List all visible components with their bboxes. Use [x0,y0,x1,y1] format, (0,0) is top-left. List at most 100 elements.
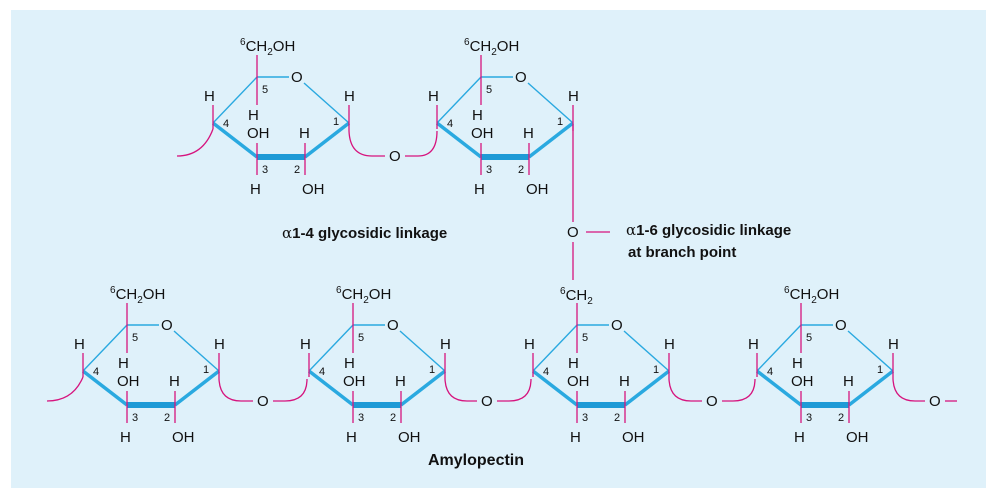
glycosidic-oxygen-label: O [706,393,718,410]
alpha16-caption-line2: at branch point [628,244,736,261]
ring-bond-bold [755,369,803,407]
ring-bond [308,324,354,372]
glycosidic-oxygen-label: O [257,393,269,410]
oh-text: OH [369,286,392,303]
c3-oh-label: OH [247,125,270,142]
c2-oh-label: OH [622,429,645,446]
alpha14-caption-text: 1-4 glycosidic linkage [292,225,447,242]
carbon-4-number: 4 [543,366,549,378]
c4-h-label: H [204,88,215,105]
carbon-6-superscript: 6 [464,37,470,48]
subscript-2: 2 [811,295,817,306]
carbon-1-number: 1 [557,116,563,128]
glycosidic-bond [218,378,253,402]
oh-text: OH [497,38,520,55]
glycosidic-bond [497,378,532,402]
carbon-5-number: 5 [806,332,812,344]
c3-h-label: H [250,181,261,198]
carbon-6-superscript: 6 [784,285,790,296]
carbon-1-number: 1 [653,364,659,376]
chain-bond [46,376,84,402]
carbon-3-number: 3 [582,412,588,424]
carbon-4-number: 4 [447,118,453,130]
c5-h-label: H [472,107,483,124]
c4-h-label: H [428,88,439,105]
c2-oh-label: OH [846,429,869,446]
carbon-2-number: 2 [838,412,844,424]
c3-oh-label: OH [791,373,814,390]
carbon-2-number: 2 [390,412,396,424]
ring-bond [399,330,446,372]
c3-h-label: H [794,429,805,446]
subscript-2: 2 [137,295,143,306]
glycosidic-bond [722,378,756,402]
c5-h-label: H [568,355,579,372]
ring-bond [82,324,128,372]
c4-h-label: H [748,336,759,353]
c2-h-label: H [169,373,180,390]
c1-h-label: H [888,336,899,353]
c3-h-label: H [120,429,131,446]
ring-bond [212,76,258,124]
carbon-1-number: 1 [877,364,883,376]
carbon-2-number: 2 [614,412,620,424]
c3-h-label: H [570,429,581,446]
ch2oh-label: 6CH2OH [784,285,839,306]
ring-oxygen-label: O [291,69,303,86]
ring-bond-bold [435,121,483,159]
carbon-4-number: 4 [319,366,325,378]
carbon-5-number: 5 [582,332,588,344]
ch2oh-label: 6CH2OH [336,285,391,306]
carbon-1-number: 1 [333,116,339,128]
c1-h-label: H [344,88,355,105]
carbon-1-number: 1 [203,364,209,376]
c2-h-label: H [299,125,310,142]
carbon-3-number: 3 [132,412,138,424]
glycosidic-oxygen-label: O [389,148,401,165]
glycosidic-oxygen-label: O [929,393,941,410]
alpha-symbol: α [282,224,292,242]
ring-bond-bold [399,369,447,407]
ring-bond [436,76,482,124]
ring-bond-bold [303,121,351,159]
glycosidic-oxygen-label: O [567,224,579,241]
carbon-4-number: 4 [93,366,99,378]
alpha14-caption: α1-4 glycosidic linkage [282,224,447,242]
ring-bond [173,330,220,372]
c2-oh-label: OH [526,181,549,198]
c2-h-label: H [843,373,854,390]
c3-oh-label: OH [567,373,590,390]
ring-oxygen-label: O [611,317,623,334]
oh-text: OH [273,38,296,55]
alpha16-caption-text: 1-6 glycosidic linkage [636,222,791,239]
ring-bond [756,324,802,372]
c3-h-label: H [346,429,357,446]
ch-text: CH [246,38,268,55]
carbon-3-number: 3 [486,164,492,176]
glycosidic-oxygen-label: O [481,393,493,410]
c2-oh-label: OH [302,181,325,198]
ring-bond-bold [527,121,575,159]
c1-h-label: H [568,88,579,105]
ch2-group-label: 6CH2 [560,286,593,307]
c3-oh-label: OH [471,125,494,142]
carbon-1-number: 1 [429,364,435,376]
glycosidic-bond [444,378,477,402]
ring-oxygen-label: O [387,317,399,334]
ch-text: CH [566,287,588,304]
c3-oh-label: OH [343,373,366,390]
subscript-2: 2 [491,47,497,58]
carbon-3-number: 3 [358,412,364,424]
ring-bond-bold [847,369,895,407]
ring-bond [532,324,578,372]
c4-h-label: H [524,336,535,353]
c3-h-label: H [474,181,485,198]
ring-bond-bold [307,369,355,407]
carbon-6-superscript: 6 [110,285,116,296]
carbon-5-number: 5 [358,332,364,344]
ch-text: CH [342,286,364,303]
